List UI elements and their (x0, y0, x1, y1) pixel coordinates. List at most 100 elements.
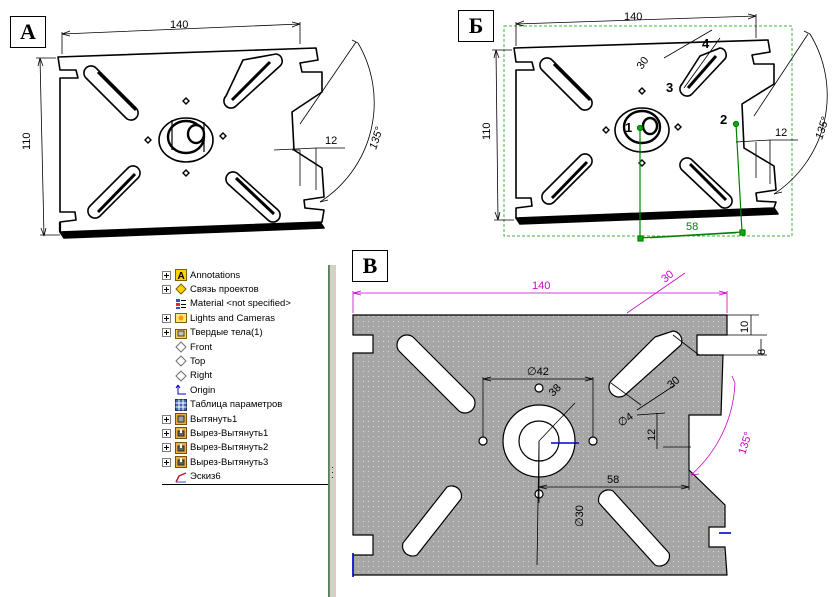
tree-item-label: Front (190, 341, 213, 353)
panel-label-a: А (10, 16, 46, 48)
tree-item-label: Annotations (190, 269, 241, 281)
expand-toggle-icon[interactable] (162, 428, 171, 438)
dim-bolt-circle-c: ∅42 (527, 366, 549, 378)
panel-label-c: В (352, 250, 388, 282)
tree-item[interactable]: A Annotations (162, 268, 240, 282)
tree-item[interactable]: Связь проектов (162, 282, 259, 296)
dim-hole-c: ∅30 (574, 505, 586, 527)
dim-height-a: 110 (21, 132, 33, 150)
tree-item[interactable]: Твердые тела(1) (162, 326, 263, 340)
tree-item-label: Таблица параметров (190, 399, 283, 411)
dim-offset-b: 58 (686, 221, 698, 233)
tree-item-label: Вырез-Вытянуть1 (190, 427, 269, 439)
splitter-grip-icon[interactable]: ··· (331, 462, 334, 482)
tree-item[interactable]: Эскиз6 (162, 470, 221, 484)
svg-text:A: A (177, 271, 184, 281)
cut-extrude-icon (174, 441, 187, 454)
dims-magenta-c (352, 272, 736, 476)
marker-4: 4 (702, 36, 710, 51)
tree-item[interactable]: Right (162, 369, 212, 383)
tree-item[interactable]: Lights and Cameras (162, 311, 275, 325)
sketch-lines-b (636, 120, 746, 242)
dims-b (492, 13, 828, 221)
expand-toggle-icon[interactable] (162, 414, 171, 424)
solid-bodies-icon (174, 327, 187, 339)
tree-item-label: Вырез-Вытянуть3 (190, 456, 269, 468)
sketch-blue-c (352, 442, 731, 577)
dim-58-c: 58 (607, 474, 619, 486)
sketch-icon (174, 471, 187, 483)
dim-notch-b: 12 (775, 127, 787, 139)
material-icon (174, 298, 187, 310)
tree-item-label: Top (190, 355, 206, 367)
tree-item[interactable]: Origin (162, 383, 215, 397)
expand-toggle-icon[interactable] (162, 443, 171, 453)
plane-icon (174, 370, 187, 382)
tree-item-label: Вытянуть1 (190, 413, 238, 425)
dims-c (482, 314, 767, 566)
expand-toggle-icon[interactable] (162, 313, 171, 323)
tree-item[interactable]: Вырез-Вытянуть2 (162, 441, 268, 455)
slots-c (396, 330, 683, 567)
panel-splitter[interactable] (329, 265, 337, 597)
plane-icon (174, 341, 187, 353)
lights-icon (174, 312, 187, 324)
dim-height-b: 110 (481, 122, 493, 140)
sketch-bounding-box (503, 25, 793, 237)
extrude-icon (174, 413, 187, 425)
tree-divider (162, 484, 332, 485)
tree-item-label: Origin (190, 384, 216, 396)
dim-12-c: 12 (646, 429, 658, 441)
dim-angle-c: 135° (736, 431, 754, 456)
drawing-b: 140 110 30 12 135° 58 1 2 3 4 (481, 11, 832, 242)
dim-width-b: 140 (624, 11, 642, 23)
dim-slot-angle-c: 30 (659, 268, 676, 285)
cut-extrude-icon (174, 456, 187, 469)
expand-toggle-icon[interactable] (162, 457, 171, 467)
dim-notch-gap-c: 8 (756, 349, 768, 355)
dim-width-c: 140 (532, 280, 550, 292)
origin-icon (174, 384, 187, 396)
expand-toggle-icon[interactable] (162, 328, 171, 338)
marker-3: 3 (666, 80, 673, 95)
tree-item-label: Эскиз6 (190, 471, 221, 483)
small-holes-a (144, 97, 227, 177)
dim-top-notch-c: 10 (739, 321, 751, 333)
dim-width-a: 140 (170, 19, 188, 31)
dims-a (36, 21, 375, 237)
dim-angle-a: 135° (367, 125, 386, 151)
dim-slot-b: 30 (635, 55, 652, 72)
expand-toggle-icon[interactable] (162, 284, 171, 294)
design-table-icon (174, 398, 187, 411)
design-binder-icon (174, 283, 187, 296)
tree-item[interactable]: Вырез-Вытянуть3 (162, 455, 268, 469)
tree-item[interactable]: Material <not specified> (162, 297, 291, 311)
slots-b (539, 47, 733, 209)
tree-item[interactable]: Вырез-Вытянуть1 (162, 426, 268, 440)
tree-item-label: Вырез-Вытянуть2 (190, 442, 269, 454)
tree-item-label: Связь проектов (190, 283, 259, 295)
tree-item[interactable]: Front (162, 340, 212, 354)
tree-item[interactable]: Вытянуть1 (162, 412, 237, 426)
expand-toggle-icon[interactable] (162, 270, 171, 280)
dim-notch-a: 12 (325, 135, 337, 147)
tree-item-label: Lights and Cameras (190, 312, 276, 324)
splitter-line (328, 265, 329, 597)
marker-1: 1 (625, 120, 632, 135)
tree-item-label: Right (190, 370, 213, 382)
tree-item-label: Твердые тела(1) (190, 327, 263, 339)
slots-a (83, 53, 283, 223)
hub-a (158, 117, 214, 163)
drawing-c: 140 30 10 8 ∅42 38 30 ∅4 12 135° 58 ∅30 (352, 268, 768, 577)
plane-icon (174, 355, 187, 368)
tree-item-label: Material <not specified> (190, 298, 291, 310)
dim-angle-b: 135° (813, 115, 832, 141)
tree-item[interactable]: Top (162, 354, 205, 368)
panel-label-b: Б (458, 10, 494, 42)
tree-item[interactable]: Таблица параметров (162, 398, 282, 412)
drawing-a: 140 110 12 135° (21, 19, 386, 239)
marker-2: 2 (720, 112, 727, 127)
cut-extrude-icon (174, 427, 187, 440)
